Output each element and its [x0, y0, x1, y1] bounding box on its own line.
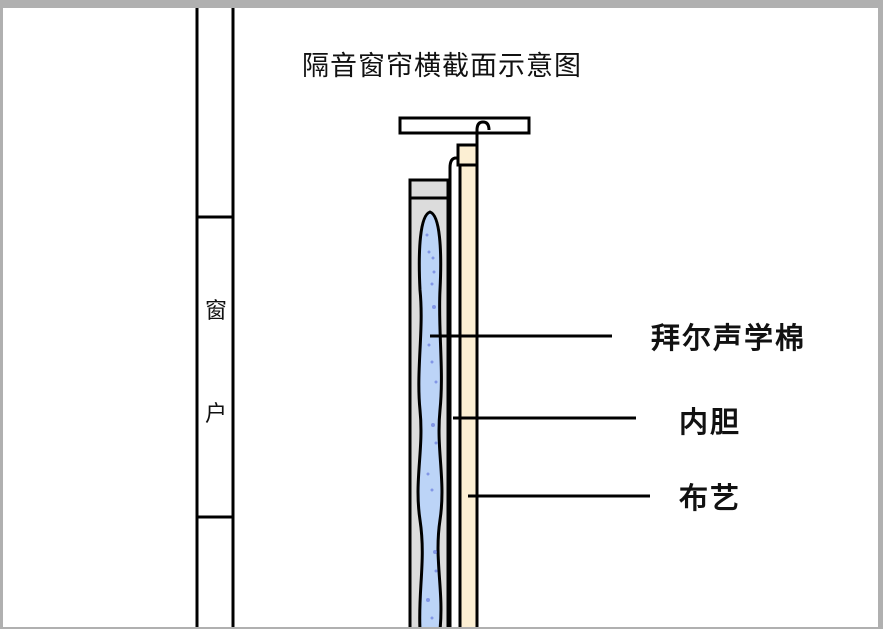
window-frame — [195, 8, 235, 627]
acoustic-cotton — [416, 210, 444, 627]
curtain-track — [398, 116, 531, 135]
label-liner: 内胆 — [679, 405, 742, 439]
window-label-char-1: 窗 — [204, 299, 227, 324]
label-acoustic-cotton: 拜尔声学棉 — [651, 321, 807, 355]
cross-section-drawing — [195, 8, 650, 627]
fabric-hook — [475, 120, 491, 165]
label-fabric: 布艺 — [679, 481, 742, 515]
window-label-char-2: 户 — [204, 402, 227, 427]
diagram-canvas: 隔音窗帘横截面示意图 窗 户 拜尔声学棉 内胆 布艺 — [3, 8, 878, 627]
fabric-panel — [456, 143, 479, 627]
diagram-title: 隔音窗帘横截面示意图 — [302, 51, 582, 82]
leader-lines — [430, 334, 650, 498]
